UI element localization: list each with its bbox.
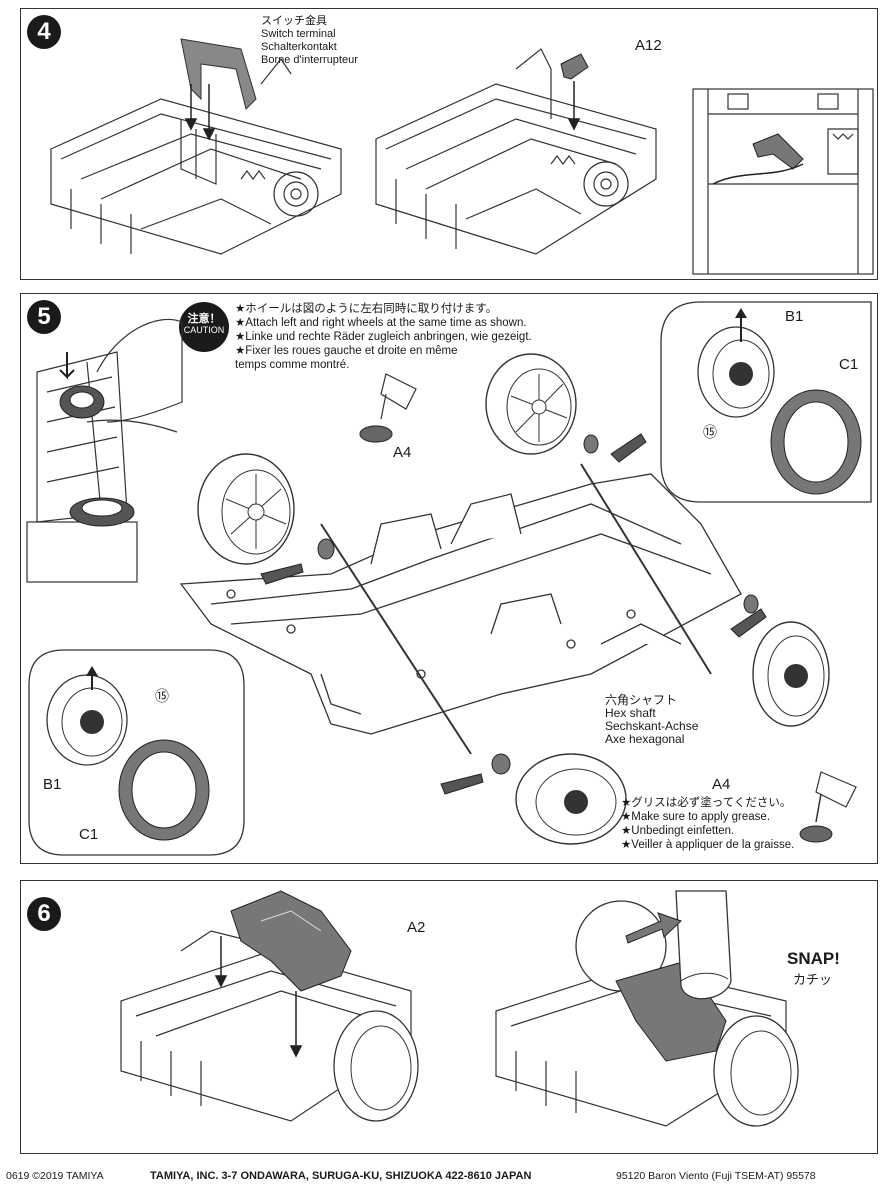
hand-press-illustration (26, 318, 183, 583)
caution-badge-jp: 注意！ (187, 313, 221, 325)
step-number-4: 4 (27, 15, 61, 49)
hex-shaft-label-jp: 六角シャフト (605, 693, 678, 707)
switch-terminal-label-jp: スイッチ金具 (261, 15, 327, 27)
part-label-b1-left: B1 (43, 776, 62, 793)
part-label-a12: A12 (635, 37, 662, 54)
wheel-top-left (197, 453, 295, 565)
snap-label-jp: カチッ (793, 972, 833, 987)
step6-chassis-right-drawing (495, 890, 799, 1127)
caution-text: ★ホイールは図のように左右同時に取り付けます。 ★Attach left and… (235, 302, 532, 372)
step5-main-chassis-drawing (179, 353, 830, 845)
footer-company-address: TAMIYA, INC. 3-7 ONDAWARA, SURUGA-KU, SH… (150, 1170, 532, 1182)
wheel-top-right (485, 353, 577, 455)
hex-shaft-label: 六角シャフト Hex shaft Sechskant-Achse Axe hex… (605, 694, 698, 746)
circled-number-15-left: ⑮ (155, 688, 169, 704)
inset-left-wheel-tire (28, 649, 245, 856)
step-number-5: 5 (27, 300, 61, 334)
caution-text-de: ★Linke und rechte Räder zugleich anbring… (235, 331, 532, 343)
part-label-a4-top: A4 (393, 444, 412, 461)
hex-shaft-label-fr: Axe hexagonal (605, 732, 685, 746)
caution-badge-en: CAUTION (183, 325, 225, 335)
part-label-a2: A2 (407, 919, 426, 936)
step6-chassis-left-drawing (120, 890, 419, 1122)
step-5-panel: 5 注意！ CAUTION ★ホイールは図のように左右同時に取り付けます。 ★A… (20, 293, 878, 864)
switch-terminal-label: スイッチ金具 Switch terminal Schalterkontakt B… (261, 15, 358, 67)
hex-shaft-label-de: Sechskant-Achse (605, 719, 699, 733)
grease-note-en: ★Make sure to apply grease. (621, 811, 771, 823)
switch-terminal-label-fr: Borne d'interrupteur (261, 54, 358, 66)
grease-note: ★グリスは必ず塗ってください。 ★Make sure to apply grea… (621, 796, 794, 852)
wheel-bottom-middle (515, 753, 627, 845)
wheel-bottom-right (752, 621, 830, 727)
footer-code-copyright: 0619 ©2019 TAMIYA (6, 1170, 104, 1182)
caution-text-fr: ★Fixer les roues gauche et droite en mêm… (235, 345, 458, 357)
part-label-c1-right: C1 (839, 356, 859, 373)
switch-terminal-label-en: Switch terminal (261, 28, 336, 40)
part-label-c1-left: C1 (79, 826, 99, 843)
step4-chassis-middle-drawing (375, 48, 657, 255)
hex-shaft-label-en: Hex shaft (605, 706, 656, 720)
grease-note-de: ★Unbedingt einfetten. (621, 825, 735, 837)
step-number-6: 6 (27, 897, 61, 931)
circled-number-15-right: ⑮ (703, 424, 717, 440)
caution-badge: 注意！ CAUTION (179, 302, 229, 352)
part-label-b1-right: B1 (785, 308, 804, 325)
grease-bottle-icon (799, 771, 857, 843)
caution-text-en: ★Attach left and right wheels at the sam… (235, 317, 527, 329)
step4-chassis-left-drawing (50, 38, 342, 255)
snap-label: SNAP! (787, 949, 840, 968)
step-6-panel: 6 A2 S (20, 880, 878, 1154)
step4-inset-detail (692, 88, 874, 275)
inset-right-wheel-tire (660, 301, 872, 503)
footer-product: 95120 Baron Viento (Fuji TSEM-AT) 95578 (616, 1170, 816, 1182)
part-label-a4-bottom: A4 (712, 776, 731, 793)
caution-text-fr-cont: temps comme montré. (235, 359, 350, 371)
caution-text-jp: ★ホイールは図のように左右同時に取り付けます。 (235, 303, 498, 315)
grease-note-jp: ★グリスは必ず塗ってください。 (621, 797, 792, 809)
step-4-panel: 4 スイッチ金具 Switch terminal Schalterkontakt… (20, 8, 878, 280)
switch-terminal-label-de: Schalterkontakt (261, 41, 337, 53)
grease-note-fr: ★Veiller à appliquer de la graisse. (621, 839, 795, 851)
